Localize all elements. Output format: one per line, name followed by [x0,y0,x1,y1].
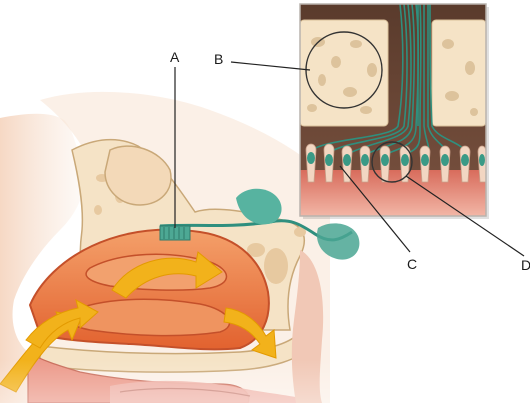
label-b: B [214,52,223,66]
inset-panel [300,4,489,219]
leader-b [231,62,310,70]
label-d: D [521,258,530,272]
fade-bottom [0,360,530,403]
label-c: C [407,257,417,271]
label-a: A [170,50,179,64]
head-illustration [0,92,330,403]
